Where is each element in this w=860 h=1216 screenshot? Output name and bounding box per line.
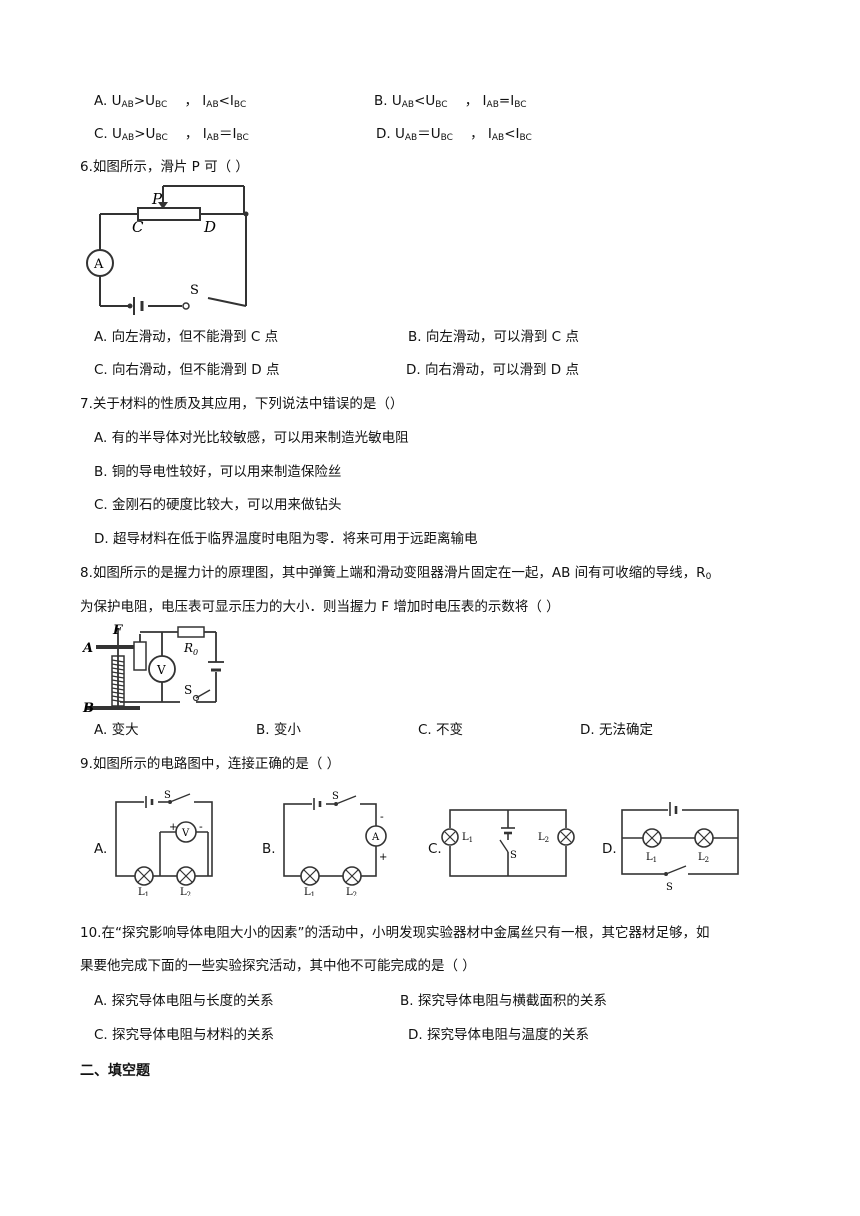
q9b-label-s: S bbox=[332, 791, 339, 802]
q6-option-c: C. 向右滑动，但不能滑到 D 点 bbox=[94, 362, 280, 378]
q9-circuit-d: L1 L2 S bbox=[621, 802, 739, 892]
q5-option-c: C. UAB>UBC ， IAB＝IBC bbox=[94, 126, 249, 143]
q9-circuit-b: S A - + L1 L2 bbox=[283, 791, 387, 896]
q9d-l1: L1 bbox=[646, 852, 657, 864]
q5-option-b: B. UAB<UBC ， IAB=IBC bbox=[374, 93, 527, 110]
q6-label-s: S bbox=[190, 283, 199, 298]
q7-option-a: A. 有的半导体对光比较敏感，可以用来制造光敏电阻 bbox=[94, 430, 409, 446]
q6-circuit-figure: P C D A S bbox=[86, 185, 249, 315]
q9a-label-s: S bbox=[164, 790, 171, 801]
q9b-l1: L1 bbox=[304, 887, 315, 896]
q6-option-a: A. 向左滑动，但不能滑到 C 点 bbox=[94, 329, 279, 345]
voltmeter-icon bbox=[148, 655, 176, 683]
q8-label-b: B bbox=[82, 701, 94, 715]
q8-stem-line1: 8.如图所示的是握力计的原理图，其中弹簧上端和滑动变阻器滑片固定在一起，AB 间… bbox=[80, 565, 712, 582]
q9-circuit-a: S V + - L1 L2 bbox=[115, 790, 213, 896]
q9-label-a: A. bbox=[94, 841, 108, 857]
q9-label-b: B. bbox=[262, 841, 276, 857]
q9b-label-a: A bbox=[371, 832, 380, 843]
q6-stem: 6.如图所示，滑片 P 可（ ） bbox=[80, 159, 249, 175]
q10-option-a: A. 探究导体电阻与长度的关系 bbox=[94, 993, 274, 1009]
q8-option-a: A. 变大 bbox=[94, 722, 139, 738]
q9d-l2: L2 bbox=[698, 852, 709, 864]
q9-circuit-c: L1 L2 S bbox=[441, 809, 575, 877]
q6-label-a: A bbox=[93, 257, 104, 272]
q8-grip-meter-figure: F A B R0 V S bbox=[81, 623, 224, 715]
q6-option-b: B. 向左滑动，可以滑到 C 点 bbox=[408, 329, 579, 345]
q8-option-b: B. 变小 bbox=[256, 722, 301, 738]
q9d-label-s: S bbox=[666, 882, 673, 892]
q8-stem-line2: 为保护电阻，电压表可显示压力的大小．则当握力 F 增加时电压表的示数将（ ） bbox=[80, 599, 560, 615]
q9b-plus: + bbox=[379, 852, 387, 863]
q7-stem: 7.关于材料的性质及其应用，下列说法中错误的是（） bbox=[80, 396, 404, 412]
section-title: 二、填空题 bbox=[80, 1063, 150, 1079]
q9a-plus: + bbox=[169, 822, 177, 833]
q10-stem-line2: 果要他完成下面的一些实验探究活动，其中他不可能完成的是（ ） bbox=[80, 958, 476, 974]
q5-option-a: A. UAB>UBC ， IAB<IBC bbox=[94, 93, 247, 110]
q8-label-f: F bbox=[112, 623, 123, 638]
q7-option-d: D. 超导材料在低于临界温度时电阻为零．将来可用于远距离输电 bbox=[94, 531, 478, 547]
q9c-label-s: S bbox=[510, 850, 517, 861]
q6-label-c: C bbox=[132, 218, 144, 236]
q8-label-v: V bbox=[156, 663, 166, 677]
q6-label-p: P bbox=[151, 190, 163, 208]
ammeter-icon bbox=[86, 249, 114, 277]
q9-label-c: C. bbox=[428, 841, 442, 857]
q5-option-d: D. UAB＝UBC ， IAB<IBC bbox=[376, 126, 532, 143]
q7-option-c: C. 金刚石的硬度比较大，可以用来做钻头 bbox=[94, 497, 342, 513]
q10-option-b: B. 探究导体电阻与横截面积的关系 bbox=[400, 993, 607, 1009]
q9a-l2: L2 bbox=[180, 887, 191, 896]
q9a-label-v: V bbox=[181, 828, 190, 839]
q10-option-d: D. 探究导体电阻与温度的关系 bbox=[408, 1027, 589, 1043]
q6-label-d: D bbox=[203, 218, 216, 236]
q9a-minus: - bbox=[199, 820, 203, 833]
q6-option-d: D. 向右滑动，可以滑到 D 点 bbox=[406, 362, 579, 378]
q9b-l2: L2 bbox=[346, 887, 357, 896]
q7-option-b: B. 铜的导电性较好，可以用来制造保险丝 bbox=[94, 464, 342, 480]
q9a-l1: L1 bbox=[138, 887, 149, 896]
q9c-l1: L1 bbox=[462, 832, 473, 844]
q9c-l2: L2 bbox=[538, 832, 549, 844]
q8-option-c: C. 不变 bbox=[418, 722, 464, 738]
q8-label-a: A bbox=[81, 641, 93, 656]
q8-option-d: D. 无法确定 bbox=[580, 722, 653, 738]
q8-label-r: R0 bbox=[183, 641, 198, 657]
q9-stem: 9.如图所示的电路图中，连接正确的是（ ） bbox=[80, 756, 341, 772]
q9-label-d: D. bbox=[602, 841, 617, 857]
q8-label-s: S bbox=[184, 683, 192, 697]
q10-stem-line1: 10.在“探究影响导体电阻大小的因素”的活动中，小明发现实验器材中金属丝只有一根… bbox=[80, 925, 710, 941]
q9b-minus: - bbox=[380, 810, 384, 823]
q10-option-c: C. 探究导体电阻与材料的关系 bbox=[94, 1027, 275, 1043]
